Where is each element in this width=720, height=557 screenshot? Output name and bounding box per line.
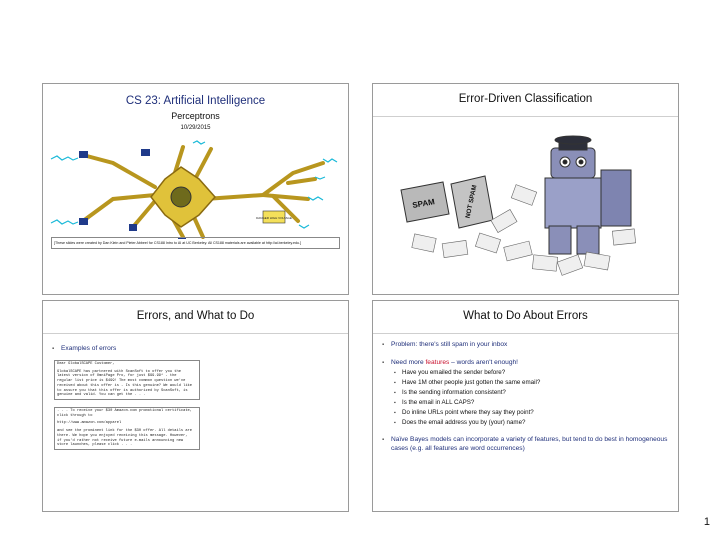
slide-title: Error-Driven Classification (458, 93, 593, 105)
slide-header: What to Do About Errors (373, 301, 678, 334)
bullet-list: Problem: there's still spam in your inbo… (382, 341, 670, 455)
slide-subtitle: Perceptrons (171, 111, 220, 121)
sub-bullet: Does the email address you by (your) nam… (382, 419, 670, 427)
email-line: Dear GlobalSCAPE Customer, (57, 362, 115, 366)
email-line: if you'd rather not receive future e-mai… (57, 438, 184, 443)
bullet-item: Naïve Bayes models can incorporate a var… (382, 436, 670, 453)
email-line: latest version of OmniPage Pro, for just… (57, 374, 177, 379)
email-line: regular list price is $499! The most com… (57, 379, 186, 384)
email-example-2: . . . To receive your $30 Amazon.com pro… (54, 407, 200, 450)
sub-bullet: Have 1M other people just gotten the sam… (382, 379, 670, 387)
bullet-text: – words aren't enough! (449, 358, 518, 366)
slide-header: Error-Driven Classification (373, 84, 678, 117)
danger-sign-text: DANGER HIGH VOLTAGE (256, 216, 292, 220)
slide-title: Errors, and What to Do (136, 310, 255, 322)
neuron-illustration: DANGER HIGH VOLTAGE (50, 140, 338, 239)
slide-title: What to Do About Errors (463, 310, 588, 322)
features-highlight: features (425, 358, 450, 366)
slide-4: What to Do About Errors Problem: there's… (372, 300, 679, 512)
email-line: there. We hope you enjoyed receiving thi… (57, 433, 188, 438)
email-line: . . . To receive your $30 Amazon.com pro… (57, 409, 192, 413)
sub-bullet: Is the sending information consistent? (382, 389, 670, 397)
email-line: received about this offer is - Is this g… (57, 383, 192, 388)
page-number: 1 (703, 516, 710, 528)
slide-1: CS 23: Artificial Intelligence Perceptro… (42, 83, 349, 295)
email-line: to assure you that this offer is authori… (57, 388, 188, 393)
bullet-list: Examples of errors (52, 345, 340, 356)
slide-3: Errors, and What to Do Examples of error… (42, 300, 349, 512)
bullet-item: Need more features – words aren't enough… (382, 359, 670, 368)
sub-bullet: Have you emailed the sender before? (382, 369, 670, 377)
box-spam-label: SPAM (412, 197, 436, 210)
slide-header: Errors, and What to Do (43, 301, 348, 334)
sub-bullet: Do inline URLs point where they say they… (382, 409, 670, 417)
bullet-item: Examples of errors (52, 345, 340, 354)
email-line: GlobalSCAPE has partnered with ScanSoft … (57, 369, 181, 374)
sub-bullet: Is the email in ALL CAPS? (382, 399, 670, 407)
spam-robot-illustration: SPAM NOT SPAM (400, 135, 637, 276)
email-line: click through to (57, 413, 93, 418)
bullet-item: Problem: there's still spam in your inbo… (382, 341, 670, 350)
email-line: genuine and valid. You can get the . . . (57, 393, 146, 398)
danger-sign (262, 210, 286, 224)
email-line: and see the prominent link for the $30 o… (57, 429, 192, 434)
credit-note: [These slides were created by Dan Klein … (51, 237, 340, 249)
slide-2: Error-Driven Classification SPAM NOT SPA… (372, 83, 679, 295)
bullet-text: Need more (391, 358, 426, 366)
slide-title: CS 23: Artificial Intelligence (125, 95, 266, 107)
email-line: http://www.amazon.com/apparel (57, 421, 122, 426)
email-line: store launches, please click . . . (57, 443, 133, 448)
email-example-1: Dear GlobalSCAPE Customer, GlobalSCAPE h… (54, 360, 200, 400)
slide-date: 10/29/2015 (180, 125, 211, 131)
